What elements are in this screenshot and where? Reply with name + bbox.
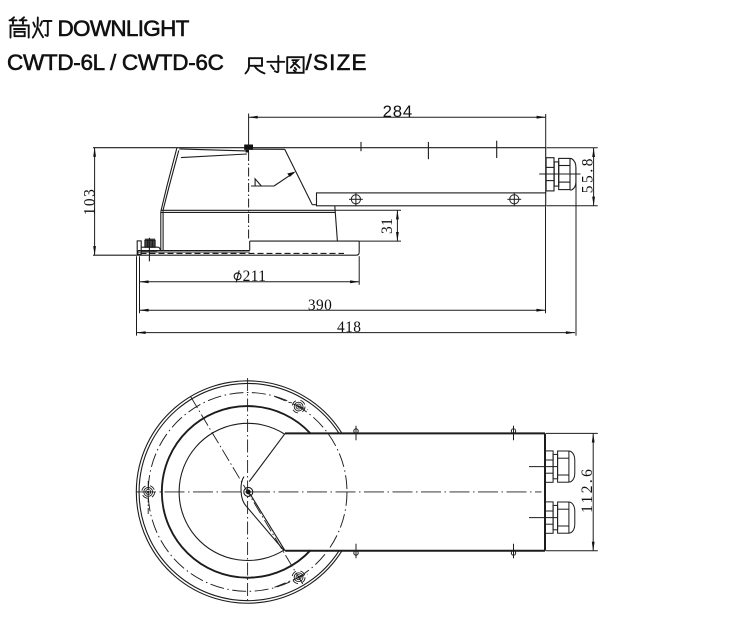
svg-text:55.8: 55.8 [579, 156, 596, 193]
svg-text:CWTD-6L / CWTD-6C: CWTD-6L / CWTD-6C [7, 50, 224, 75]
svg-text:112.6: 112.6 [579, 467, 596, 513]
svg-text:/SIZE: /SIZE [306, 50, 368, 75]
svg-text:31: 31 [379, 218, 396, 234]
svg-text:211: 211 [243, 268, 267, 285]
svg-text:DOWNLIGHT: DOWNLIGHT [58, 16, 190, 41]
svg-text:284: 284 [383, 102, 413, 121]
svg-text:418: 418 [337, 319, 361, 336]
svg-text:390: 390 [308, 297, 332, 314]
svg-text:103: 103 [81, 188, 98, 216]
